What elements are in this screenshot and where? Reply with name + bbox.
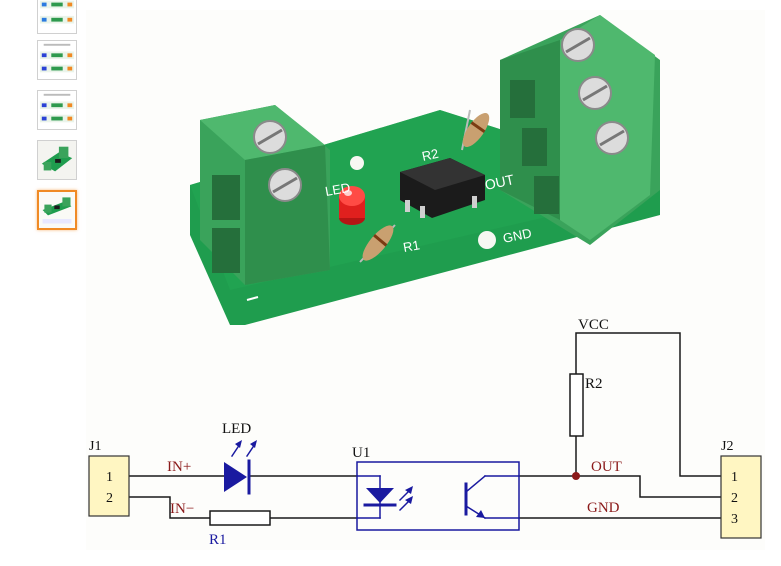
mount-hole <box>350 156 364 170</box>
product-image: LED R2 OUT R1 GND J1 <box>88 15 762 548</box>
led-symbol: LED <box>222 421 257 495</box>
circuit-schematic: J1 1 2 J2 1 2 3 IN+ IN− OUT GND VCC <box>88 317 762 548</box>
pcb-board-photo: LED R2 OUT R1 GND <box>190 15 660 325</box>
thumbnail-1[interactable] <box>37 0 77 34</box>
j1-pin-1: 1 <box>106 470 113 485</box>
resistor-r2 <box>461 109 490 151</box>
junction-dot <box>572 472 580 480</box>
r2-label: R2 <box>585 376 603 392</box>
r1-label: R1 <box>209 532 227 548</box>
net-in-plus: IN+ <box>167 459 191 475</box>
mount-hole <box>478 231 496 249</box>
schematic-wires <box>128 332 721 519</box>
right-terminal-block <box>500 15 660 245</box>
resistor-r1 <box>359 224 396 263</box>
board-photo-icon <box>38 141 76 179</box>
j2-label: J2 <box>721 439 733 454</box>
board-photo-icon <box>39 43 75 73</box>
j1-label: J1 <box>89 439 101 454</box>
connector-j1: J1 1 2 <box>88 439 130 517</box>
net-gnd: GND <box>587 500 620 516</box>
silk-out: OUT <box>483 171 516 193</box>
thumbnail-strip <box>0 0 84 566</box>
thumbnail-5-selected[interactable] <box>37 190 77 230</box>
silk-led: LED <box>324 180 352 199</box>
product-image-viewer[interactable]: LED R2 OUT R1 GND J1 <box>86 10 765 550</box>
red-led <box>339 186 365 225</box>
silk-gnd: GND <box>502 225 533 246</box>
net-vcc: VCC <box>578 317 609 333</box>
j2-pin-1: 1 <box>731 470 738 485</box>
optocoupler-ic <box>400 158 485 218</box>
net-out: OUT <box>591 459 622 475</box>
thumbnail-3[interactable] <box>37 90 77 130</box>
led-label: LED <box>222 421 251 437</box>
board-photo-icon <box>39 0 75 24</box>
resistor-r1-symbol: R1 <box>209 510 271 548</box>
j2-pin-3: 3 <box>731 512 738 527</box>
board-photo-icon <box>39 93 75 123</box>
net-in-minus: IN− <box>170 501 194 517</box>
thumbnail-4[interactable] <box>37 140 77 180</box>
connector-j2: J2 1 2 3 <box>720 439 762 539</box>
silk-r2: R2 <box>421 146 440 164</box>
j1-pin-2: 2 <box>106 491 113 506</box>
thumbnail-2[interactable] <box>37 40 77 80</box>
left-terminal-block <box>200 105 330 285</box>
resistor-r2-symbol: R2 <box>569 373 603 437</box>
u1-label: U1 <box>352 445 370 461</box>
optocoupler-u1-symbol: U1 <box>352 445 520 531</box>
board-photo-icon <box>39 192 75 228</box>
silk-r1: R1 <box>402 237 421 255</box>
j2-pin-2: 2 <box>731 491 738 506</box>
